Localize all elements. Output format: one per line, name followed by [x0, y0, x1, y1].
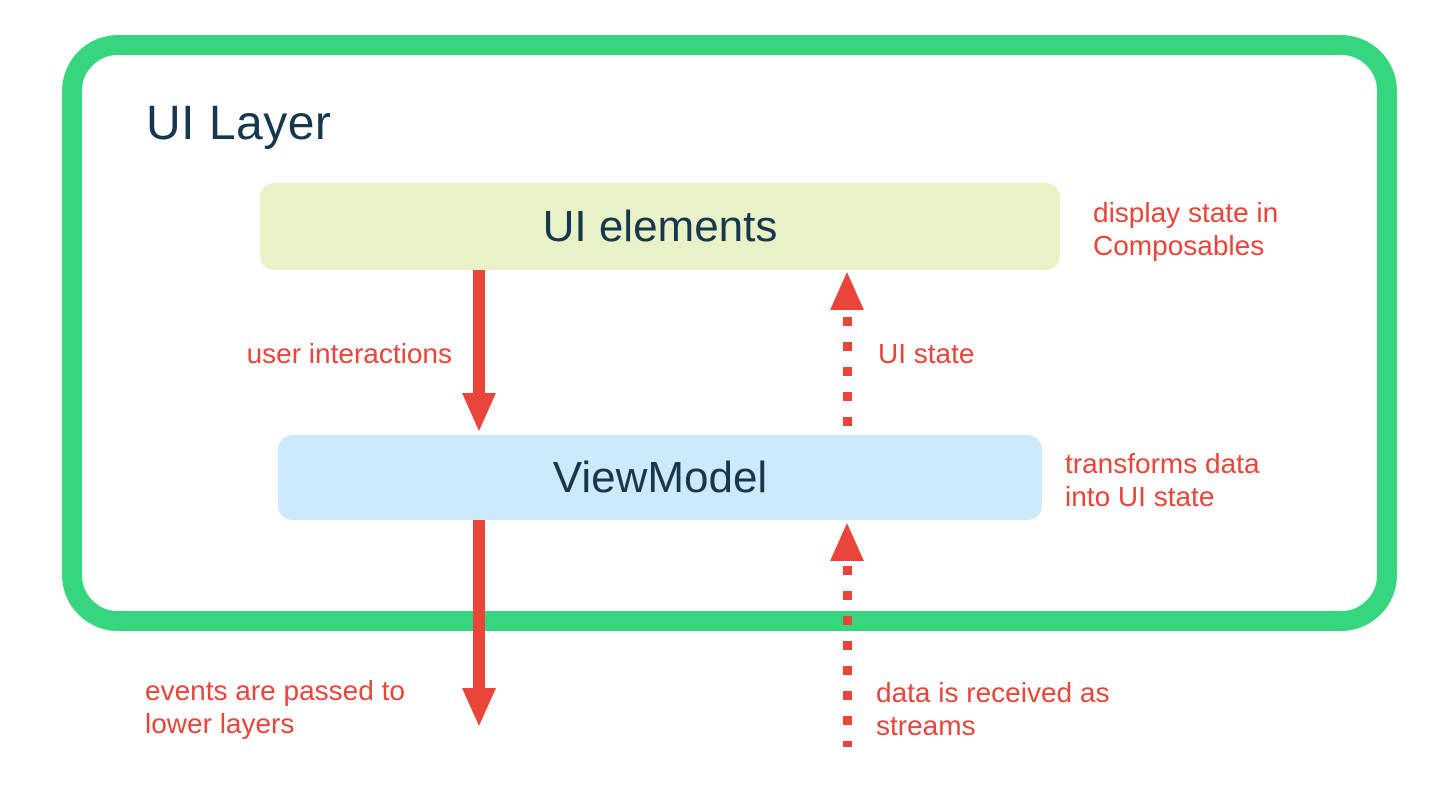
ui-state-arrow-line [843, 317, 852, 435]
events-arrow-line [473, 520, 485, 690]
data-streams-line2: streams [876, 710, 976, 741]
ui-elements-label: UI elements [542, 201, 778, 251]
display-state-line1: display state in [1093, 197, 1279, 228]
display-state-annotation: display state in Composables [1093, 196, 1278, 262]
user-interactions-arrow-head [462, 393, 496, 431]
viewmodel-box: ViewModel [278, 435, 1042, 520]
data-streams-arrow-head [830, 523, 864, 561]
ui-state-label: UI state [878, 338, 975, 369]
transforms-line2: into UI state [1065, 481, 1215, 512]
events-line2: lower layers [145, 708, 295, 739]
ui-state-arrow-head [830, 272, 864, 310]
data-streams-line1: data is received as [876, 677, 1110, 708]
viewmodel-label: ViewModel [552, 452, 768, 502]
events-annotation: events are passed to lower layers [145, 674, 405, 740]
events-arrow-head [462, 688, 496, 726]
transforms-annotation: transforms data into UI state [1065, 447, 1260, 513]
ui-layer-frame [62, 35, 1397, 631]
data-streams-arrow-line [843, 566, 852, 747]
ui-layer-title: UI Layer [146, 97, 332, 150]
ui-elements-box: UI elements [260, 183, 1060, 270]
user-interactions-label: user interactions [246, 338, 452, 369]
user-interactions-arrow-line [473, 270, 485, 396]
transforms-line1: transforms data [1065, 448, 1260, 479]
display-state-line2: Composables [1093, 230, 1265, 261]
events-line1: events are passed to [145, 675, 405, 706]
data-streams-annotation: data is received as streams [876, 676, 1109, 742]
